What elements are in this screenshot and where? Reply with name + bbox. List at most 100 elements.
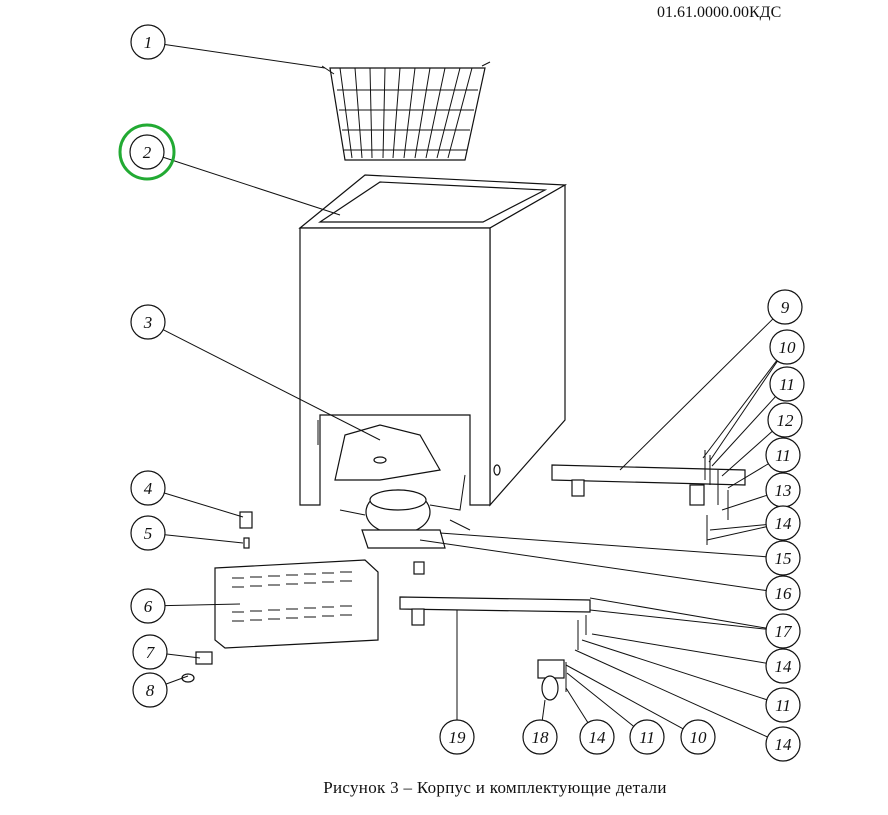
callout-16: 16 [419, 539, 801, 611]
callout-number: 19 [449, 728, 467, 747]
leader-line [702, 360, 778, 459]
leader-line [165, 675, 189, 685]
callout-circle [130, 24, 166, 60]
leader-line [711, 396, 776, 467]
callout-number: 12 [777, 411, 795, 430]
leader-line [566, 672, 635, 727]
callout-circle [765, 613, 801, 649]
callout-14: 14 [565, 687, 615, 755]
callout-number: 11 [775, 446, 791, 465]
leader-line [589, 609, 767, 630]
callout-2: 2 [118, 123, 341, 216]
callout-circle [765, 726, 801, 762]
callout-11: 11 [566, 672, 665, 755]
leader-line [709, 524, 767, 531]
callout-circle [767, 289, 803, 325]
leader-line [439, 532, 767, 558]
callout-14: 14 [574, 649, 801, 762]
callout-circle [767, 402, 803, 438]
callout-number: 7 [146, 643, 156, 662]
leader-line [541, 699, 546, 721]
callout-number: 4 [144, 479, 153, 498]
callout-circle [522, 719, 558, 755]
highlight-ring [118, 123, 176, 181]
wire-basket [321, 61, 491, 161]
cabinet-body [298, 174, 568, 507]
callout-11: 11 [581, 639, 801, 723]
screw-part [243, 537, 250, 549]
leader-line [565, 664, 684, 730]
callout-9: 9 [619, 289, 803, 471]
callout-number: 14 [589, 728, 607, 747]
leader-line [166, 653, 201, 659]
callout-10: 10 [565, 664, 716, 755]
leader-line [419, 539, 767, 592]
callout-circle [769, 329, 805, 365]
leader-line [581, 639, 767, 701]
callout-circle [629, 719, 665, 755]
callout-12: 12 [721, 402, 803, 477]
callout-number: 6 [144, 597, 153, 616]
rail-rear [551, 450, 746, 545]
leader-line [565, 687, 589, 723]
callout-17: 17 [589, 597, 801, 649]
callout-5: 5 [130, 515, 244, 551]
callout-circle [680, 719, 716, 755]
callout-3: 3 [130, 304, 381, 441]
callout-1: 1 [130, 24, 326, 69]
callout-circle [130, 588, 166, 624]
callout-circle [765, 648, 801, 684]
callout-circle [765, 505, 801, 541]
callout-number: 17 [775, 622, 794, 641]
callout-14: 14 [706, 505, 801, 541]
figure-caption: Рисунок 3 – Корпус и комплектующие детал… [323, 778, 667, 797]
callout-circle [132, 672, 168, 708]
leader-line [708, 360, 778, 463]
callout-11: 11 [711, 366, 805, 467]
callout-8: 8 [132, 672, 189, 708]
callout-number: 3 [143, 313, 153, 332]
callout-number: 14 [775, 514, 793, 533]
leader-line [721, 430, 773, 477]
leader-line [589, 597, 767, 629]
document-code: 01.61.0000.00КДС [657, 4, 782, 21]
callout-18: 18 [522, 699, 558, 755]
leader-line [619, 318, 774, 471]
callout-13: 13 [721, 472, 801, 511]
leader-line [706, 526, 767, 541]
callout-14: 14 [591, 633, 801, 684]
callout-circle [129, 134, 165, 170]
latch-part [239, 511, 253, 529]
callout-number: 9 [781, 298, 790, 317]
rail-front [399, 596, 591, 701]
callout-number: 5 [144, 524, 153, 543]
callout-number: 11 [775, 696, 791, 715]
callout-circle [579, 719, 615, 755]
callout-number: 15 [775, 549, 792, 568]
callout-number: 2 [143, 143, 152, 162]
compressor [339, 474, 471, 575]
callout-11: 11 [727, 437, 801, 489]
callout-19: 19 [439, 610, 475, 755]
callout-circle [769, 366, 805, 402]
callout-number: 8 [146, 681, 155, 700]
callout-number: 11 [779, 375, 795, 394]
callout-7: 7 [132, 634, 201, 670]
leader-line [164, 603, 241, 607]
callout-circle [439, 719, 475, 755]
leader-line [162, 329, 381, 441]
callout-number: 1 [144, 33, 153, 52]
callout-number: 14 [775, 657, 793, 676]
callout-circle [765, 575, 801, 611]
callout-number: 13 [775, 481, 792, 500]
callout-number: 10 [690, 728, 708, 747]
callout-number: 14 [775, 735, 793, 754]
callout-circle [130, 515, 166, 551]
callout-circle [132, 634, 168, 670]
callout-15: 15 [439, 532, 801, 576]
callout-4: 4 [130, 470, 244, 518]
leader-line [574, 649, 768, 738]
leader-line [164, 492, 244, 518]
